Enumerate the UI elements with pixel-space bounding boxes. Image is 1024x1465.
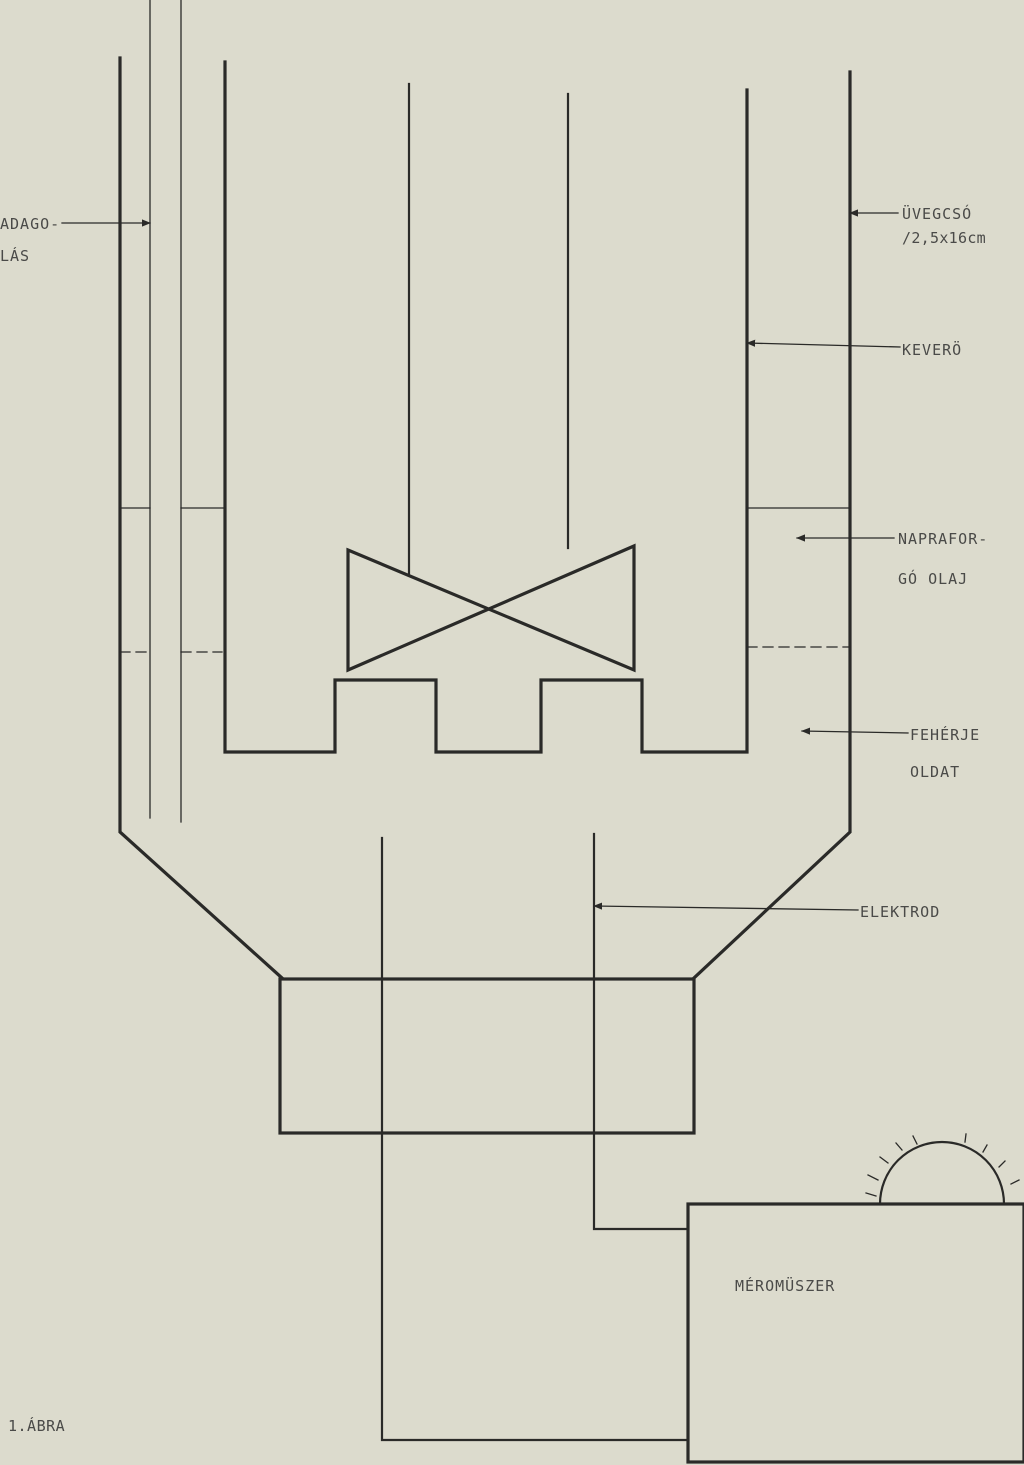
figure-caption: 1.ÁBRA — [8, 1417, 66, 1435]
arrow-feherje — [801, 727, 909, 735]
label-elektrod: ELEKTROD — [860, 903, 941, 921]
label-napraforgo-2: GÓ OLAJ — [898, 570, 969, 588]
label-uvegcso-2: /2,5x16cm — [902, 229, 986, 247]
label-feherje-2: OLDAT — [910, 763, 961, 781]
interface-level-line — [119, 646, 851, 653]
outer-tube — [118, 56, 852, 981]
feed-tube — [149, 0, 182, 823]
stirrer-shafts — [407, 82, 570, 576]
meter-dial-icon — [865, 1133, 1020, 1206]
electrode-wires — [380, 832, 690, 1442]
label-napraforgo-1: NAPRAFOR- — [898, 530, 989, 548]
label-kevero: KEVERÖ — [902, 341, 963, 359]
measuring-instrument-box — [686, 1202, 1024, 1464]
bottom-vessel — [278, 977, 696, 1135]
label-adagolas-1: ADAGO- — [0, 215, 61, 233]
label-meromuszer: MÉROMÜSZER — [735, 1277, 836, 1295]
arrow-kevero — [746, 339, 901, 348]
stirrer-blades — [346, 543, 636, 673]
label-adagolas-2: LÁS — [0, 247, 31, 265]
label-uvegcso-1: ÜVEGCSÓ — [902, 205, 973, 223]
inner-stirrer-housing — [223, 60, 749, 754]
arrow-elektrod — [593, 902, 859, 911]
label-feherje-1: FEHÉRJE — [910, 726, 981, 744]
